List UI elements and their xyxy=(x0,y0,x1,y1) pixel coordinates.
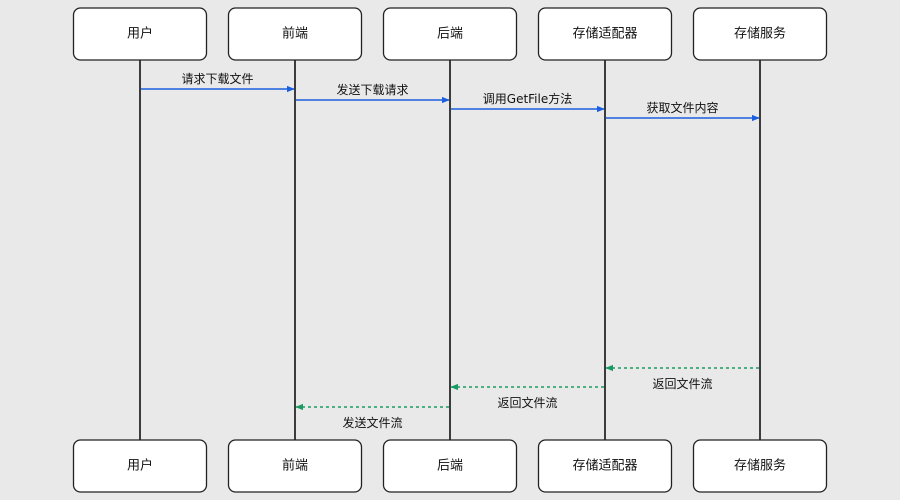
actor-box xyxy=(227,439,363,493)
actor-box xyxy=(692,439,828,493)
actor-top-storage: 存储服务 xyxy=(692,7,828,61)
message-5: 返回文件流 xyxy=(605,364,759,391)
actor-label: 后端 xyxy=(437,27,463,42)
actor-label: 用户 xyxy=(127,26,153,42)
actor-bottom-storage: 存储服务 xyxy=(692,439,828,493)
message-6: 返回文件流 xyxy=(450,383,604,410)
actor-label: 存储服务 xyxy=(734,458,786,474)
message-label: 获取文件内容 xyxy=(646,100,718,115)
actor-box xyxy=(382,7,518,61)
actor-label: 存储服务 xyxy=(734,26,786,42)
actor-box xyxy=(382,439,518,493)
message-label: 返回文件流 xyxy=(497,395,557,410)
message-7: 发送文件流 xyxy=(295,403,449,430)
actor-top-backend: 后端 xyxy=(382,7,518,61)
actor-bottom-user: 用户 xyxy=(72,439,208,493)
actor-top-adapter: 存储适配器 xyxy=(537,7,673,61)
actor-label: 后端 xyxy=(437,459,463,474)
actor-bottom-backend: 后端 xyxy=(382,439,518,493)
message-2: 发送下载请求 xyxy=(296,82,450,104)
actor-label: 前端 xyxy=(282,458,308,474)
actor-box xyxy=(72,7,208,61)
lifelines-layer xyxy=(139,60,761,440)
actor-label: 前端 xyxy=(282,26,308,42)
actor-bottom-adapter: 存储适配器 xyxy=(537,439,673,493)
message-label: 发送文件流 xyxy=(342,415,402,430)
actor-top-frontend: 前端 xyxy=(227,7,363,61)
actor-top-user: 用户 xyxy=(72,7,208,61)
message-3: 调用GetFile方法 xyxy=(451,91,605,113)
actor-bottom-frontend: 前端 xyxy=(227,439,363,493)
actor-label: 用户 xyxy=(127,458,153,474)
message-label: 发送下载请求 xyxy=(336,82,408,97)
message-1: 请求下载文件 xyxy=(141,71,295,93)
message-label: 请求下载文件 xyxy=(181,71,253,86)
message-4: 获取文件内容 xyxy=(606,100,760,122)
actor-box xyxy=(692,7,828,61)
actor-box xyxy=(72,439,208,493)
messages-layer: 请求下载文件发送下载请求调用GetFile方法获取文件内容返回文件流返回文件流发… xyxy=(141,71,760,430)
actor-label: 存储适配器 xyxy=(572,459,637,474)
actor-box xyxy=(537,439,673,493)
actor-box xyxy=(227,7,363,61)
actor-label: 存储适配器 xyxy=(572,27,637,42)
message-label: 调用GetFile方法 xyxy=(483,91,572,106)
actor-box xyxy=(537,7,673,61)
message-label: 返回文件流 xyxy=(652,376,712,391)
